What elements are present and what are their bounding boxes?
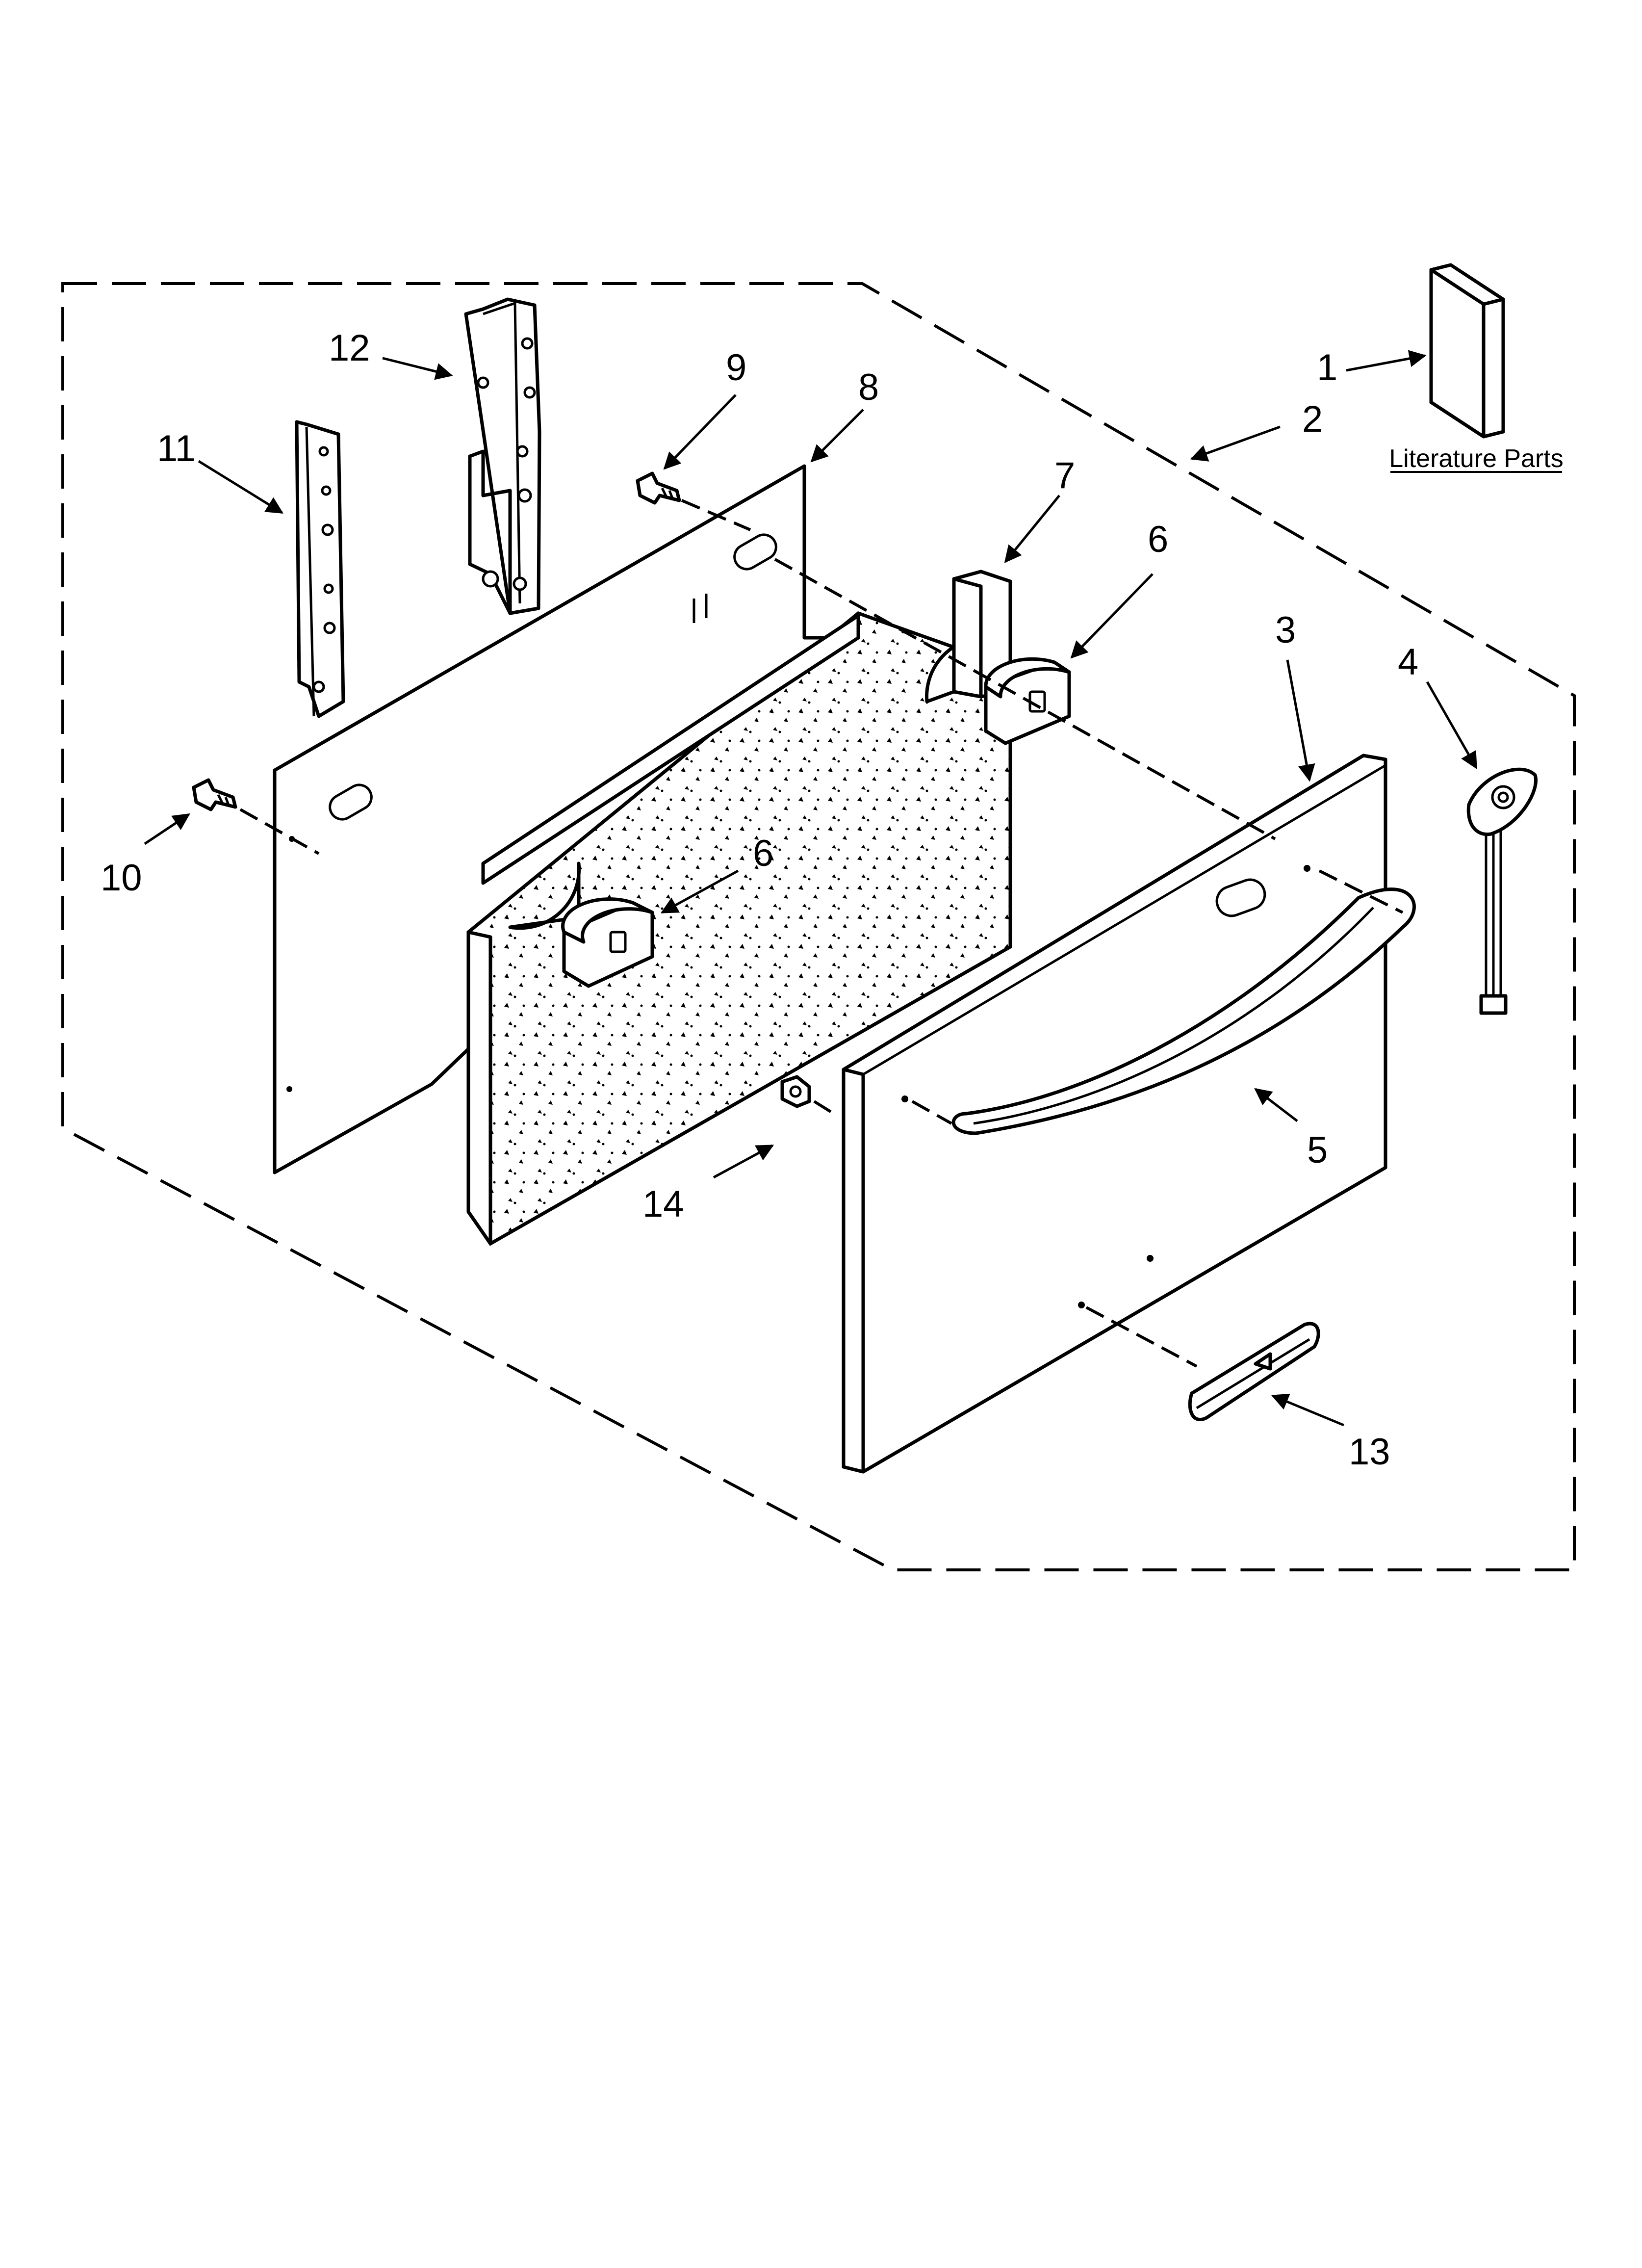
leader-5 [1254, 1088, 1298, 1122]
callout-5: 5 [1307, 1129, 1328, 1171]
literature-booklet [1429, 263, 1505, 439]
alignment-line-screw-upper [681, 499, 751, 531]
alignment-line-bottom-handle [1085, 1306, 1198, 1368]
insulation-baffle [925, 570, 1012, 704]
leader-3 [1286, 659, 1315, 782]
leader-6a [1070, 573, 1154, 659]
callout-11: 11 [157, 428, 196, 469]
callout-12: 12 [329, 327, 370, 369]
leader-7 [1004, 495, 1060, 563]
screw-lower [192, 778, 237, 811]
insulation-pad [466, 611, 1012, 1246]
leader-8 [810, 409, 864, 463]
side-bracket-left [295, 420, 345, 718]
leader-9 [663, 394, 737, 470]
leader-13 [1271, 1393, 1344, 1427]
alignment-line-panel-upper [774, 558, 1276, 840]
leader-4 [1426, 681, 1478, 770]
callout-6-lower: 6 [753, 833, 773, 874]
callout-14: 14 [642, 1183, 684, 1225]
alignment-line-screw-lower [239, 808, 320, 855]
callout-13: 13 [1349, 1431, 1390, 1473]
foam-block-lower [561, 897, 654, 988]
outer-door-panel [842, 754, 1387, 1474]
alignment-line-handle-top [1318, 869, 1404, 914]
inner-door-panel [273, 464, 899, 1174]
screw-upper [636, 471, 681, 505]
leader-11 [198, 460, 283, 514]
alignment-line-handle-left [911, 1100, 952, 1125]
literature-parts-label: Literature Parts [1389, 444, 1564, 473]
callout-7: 7 [1054, 455, 1075, 496]
assembly-boundary [61, 282, 1576, 1571]
alignment-line-nut [813, 1100, 835, 1115]
callout-1: 1 [1317, 347, 1337, 389]
callout-3: 3 [1275, 609, 1296, 651]
leader-6b [660, 869, 739, 914]
control-encoder [1466, 767, 1538, 1015]
hex-nut [780, 1075, 811, 1108]
bottom-handle [1188, 1322, 1320, 1422]
callout-8: 8 [858, 366, 879, 408]
side-bracket-right [464, 297, 541, 615]
callout-4: 4 [1398, 641, 1418, 683]
callout-9: 9 [726, 347, 746, 389]
leader-2 [1190, 425, 1281, 462]
leader-10 [144, 813, 190, 845]
callout-2: 2 [1302, 398, 1323, 440]
foam-block-upper [984, 657, 1071, 745]
leader-14 [713, 1144, 774, 1179]
callout-6-upper: 6 [1148, 519, 1168, 560]
leader-12 [382, 357, 453, 380]
leader-1 [1346, 350, 1427, 372]
door-handle [951, 887, 1416, 1135]
callout-10: 10 [101, 857, 142, 899]
